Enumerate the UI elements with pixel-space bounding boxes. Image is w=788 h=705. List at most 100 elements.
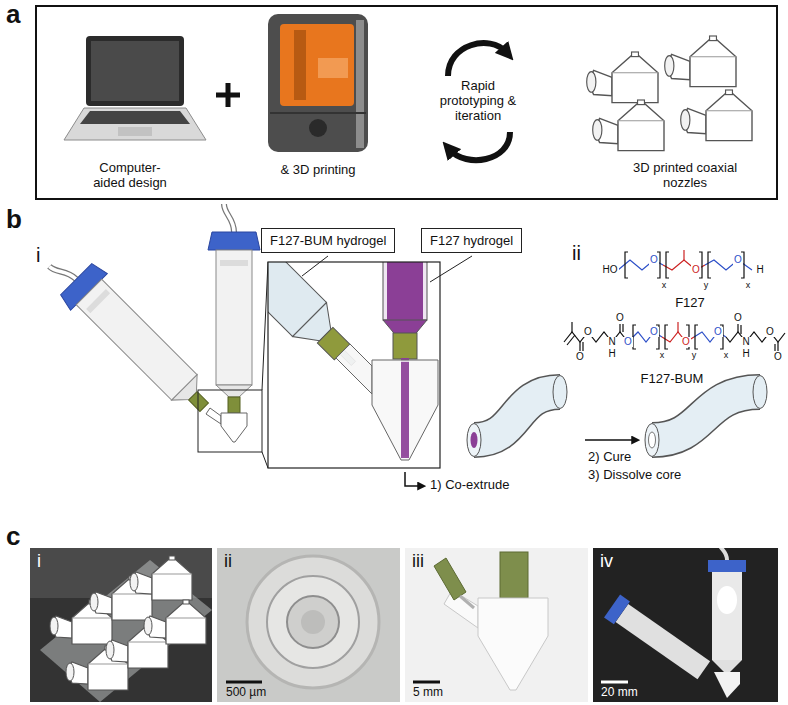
callout-box: F127-BUM hydrogel <box>261 228 395 253</box>
node-text: & 3D printing <box>253 162 383 177</box>
photo-nozzle-hubs <box>478 598 548 690</box>
scale-bar-label: 500 µm <box>226 686 266 700</box>
f127-structure <box>618 250 752 278</box>
tube-with-core <box>553 376 567 409</box>
nozzle-inset <box>372 360 438 460</box>
printer-icon <box>318 58 348 78</box>
atom-label: H <box>741 349 750 359</box>
zoom-lines <box>262 262 268 468</box>
photo-syringes <box>616 604 711 679</box>
photo-nozzle-hubs <box>460 596 474 608</box>
hollow-tube <box>652 392 760 440</box>
f127-bum-structure <box>567 335 575 345</box>
compound-name: F127-BUM <box>641 372 704 385</box>
photo-nozzle-tip <box>226 681 262 684</box>
printer-icon <box>268 14 368 152</box>
photo-syringes <box>708 560 746 572</box>
tube-with-core <box>467 376 567 457</box>
photo-syringes <box>712 572 742 660</box>
leader-lines <box>430 256 472 282</box>
photo-numeral: ii <box>224 551 232 572</box>
node-text: Rapid prototyping & iteration <box>436 78 520 123</box>
atom-label: N <box>741 337 750 347</box>
repeat-subscript: x <box>723 351 730 360</box>
step-label: 2) Cure <box>588 450 631 465</box>
hollow-tube <box>753 376 767 409</box>
laptop-icon <box>86 36 184 106</box>
syringe-pair <box>206 408 221 424</box>
repeat-subscript: x <box>745 281 752 290</box>
nozzle-group <box>593 100 664 151</box>
scale-bar-label: 20 mm <box>601 686 638 700</box>
laptop-icon <box>91 41 179 101</box>
panel-letter: c <box>6 522 20 552</box>
photo-numeral: iii <box>412 551 424 572</box>
photo-syringes <box>593 548 778 702</box>
printer-icon <box>294 30 306 100</box>
nozzle-inset <box>383 262 427 320</box>
printer-icon <box>356 20 364 148</box>
photo-nozzle-hubs <box>405 548 588 702</box>
photo-numeral: i <box>37 551 41 572</box>
photo-syringes <box>593 548 778 702</box>
atom-label: HO <box>602 265 619 275</box>
f127-bum-structure <box>571 322 572 332</box>
f127-bum-structure <box>620 324 623 332</box>
step-arrow <box>405 472 424 486</box>
atom-label: H <box>755 265 764 275</box>
laptop-icon <box>118 127 152 136</box>
leader-lines <box>302 256 472 282</box>
compound-name: F127 <box>675 296 705 309</box>
hollow-tube <box>645 376 767 457</box>
atom-label: O <box>623 337 633 347</box>
nozzle-inset <box>387 262 423 320</box>
photo-nozzle-tip <box>217 548 400 702</box>
plus-sign <box>216 83 240 107</box>
step-label: 3) Dissolve core <box>588 468 681 483</box>
syringe-pair <box>208 204 260 413</box>
syringe-pair <box>221 413 247 442</box>
leader-lines <box>302 256 328 276</box>
callout-box: F127 hydrogel <box>421 228 522 253</box>
subpanel-numeral: ii <box>572 242 581 265</box>
cycle-arrows <box>450 132 510 160</box>
atom-label: O <box>649 255 659 265</box>
hollow-tube <box>649 432 656 448</box>
syringe-pair <box>38 241 223 426</box>
photo-nozzle-hubs <box>444 590 478 628</box>
hollow-tube <box>652 392 760 440</box>
f127-bum-structure <box>633 325 723 349</box>
tube-with-core <box>474 392 560 440</box>
callout-text: F127 hydrogel <box>430 233 513 248</box>
nozzle-inset <box>401 362 409 458</box>
f127-bum-structure <box>726 332 785 342</box>
f127-bum-structure <box>564 322 785 351</box>
printer-icon <box>309 119 327 137</box>
photo-syringes <box>604 595 712 682</box>
photo-nozzle-hubs <box>413 681 440 684</box>
photo-syringes <box>717 586 737 614</box>
photo-nozzles <box>30 548 212 702</box>
atom-label: O <box>733 255 743 265</box>
f127-bum-structure <box>775 342 778 351</box>
photo-syringes <box>720 548 727 560</box>
photo-nozzle-tip <box>287 596 339 648</box>
photo-nozzle-hubs <box>405 548 588 702</box>
photo-nozzle-tip <box>267 576 359 668</box>
printer-icon <box>270 112 366 114</box>
nozzle-inset <box>393 333 417 359</box>
nozzle-group <box>587 36 752 151</box>
atom-label: H <box>607 349 616 359</box>
laptop-icon <box>64 36 206 140</box>
panel-box: Computer-aided design & 3D printing Rapid … <box>35 5 778 200</box>
plus-sign <box>216 83 240 107</box>
node-text: Computer-aided design <box>84 160 176 190</box>
photo-nozzle-hubs <box>434 558 466 600</box>
f127-structure <box>705 260 752 270</box>
step-arrow <box>585 439 638 441</box>
photo-syringes <box>714 672 740 698</box>
laptop-icon <box>64 108 206 140</box>
atom-label: N <box>607 337 616 347</box>
